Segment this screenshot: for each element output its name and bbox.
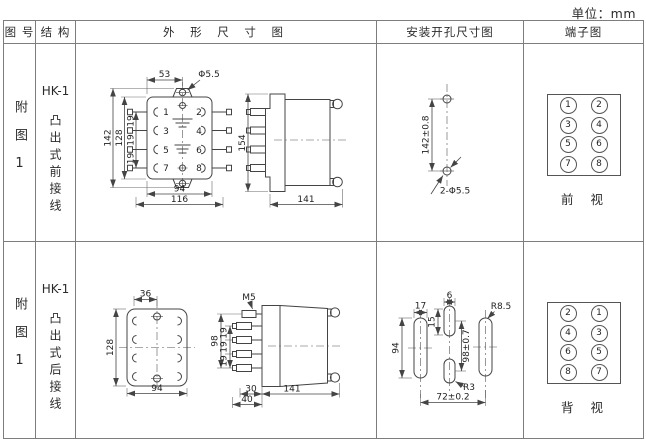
mounting-screws <box>329 98 343 188</box>
dim-17-label: 17 <box>415 302 426 312</box>
terminal-hooks <box>132 316 182 381</box>
terminal-circle: 7 <box>590 363 608 381</box>
screw-m5-label: M5 <box>242 293 256 303</box>
terminal-number: 6 <box>196 146 202 156</box>
terminal-circle: 8 <box>590 155 608 173</box>
row1-mounting-cell: 142±0.8 2-Φ5.5 <box>377 44 524 242</box>
rear-mounting-screws <box>327 307 341 383</box>
row1-structure: HK-1 凸出式前接线 <box>36 44 76 242</box>
header-outline: 外 形 尺 寸 图 <box>76 21 377 44</box>
terminal-box-front-view: 1 2 3 4 5 6 7 8 <box>546 94 621 176</box>
front-wiring-outline-drawing: 1 2 3 4 5 6 7 8 53 Φ5.5 142 <box>104 70 346 208</box>
dim-40-label: 40 <box>241 395 253 405</box>
dim-142-label: 142 <box>104 129 114 146</box>
dim-53-label: 53 <box>159 70 170 80</box>
holes-2xd5.5-label: 2-Φ5.5 <box>440 187 470 197</box>
fig-no-text: 附图1 <box>12 99 27 186</box>
model-label: HK-1 <box>41 282 70 296</box>
terminal-number: 4 <box>196 127 202 137</box>
structure-text: 凸出式后接线 <box>48 312 62 414</box>
terminal-circle: 4 <box>590 116 608 134</box>
row1-terminal-cell: 1 2 3 4 5 6 7 8 前 视 <box>524 44 643 242</box>
row1-fig-no: 附图1 <box>4 44 36 242</box>
rear-wiring-mounting-drawing: 17 94 6 15 98±0.7 R8.5 R3 72±0.2 <box>392 291 512 406</box>
header-mounting: 安装开孔尺寸图 <box>377 21 524 44</box>
dim-30-label: 30 <box>245 385 257 395</box>
front-wiring-mounting-drawing: 142±0.8 2-Φ5.5 <box>422 84 470 197</box>
row2-outline-cell: 36 128 94 M5 <box>76 242 377 438</box>
spec-table: 图 号 结 构 外 形 尺 寸 图 安装开孔尺寸图 端子图 附图1 HK-1 凸… <box>3 20 644 439</box>
view-label: 背 视 <box>561 400 606 415</box>
header-terminal: 端子图 <box>524 21 643 44</box>
coil-symbols <box>172 118 193 154</box>
terminal-circle: 5 <box>590 344 608 362</box>
row2-structure: HK-1 凸出式后接线 <box>36 242 76 438</box>
row2-mounting-cell: 17 94 6 15 98±0.7 R8.5 R3 72±0.2 <box>377 242 524 438</box>
side-terminal-studs <box>246 108 266 172</box>
row1-outline-cell: 1 2 3 4 5 6 7 8 53 Φ5.5 142 <box>76 44 377 242</box>
dim-19-label: 19 <box>220 341 230 353</box>
terminal-circle: 1 <box>559 97 577 115</box>
dim-19-label: 19 <box>220 355 230 367</box>
dim-154-label: 154 <box>238 134 248 151</box>
dim-128-label: 128 <box>106 339 116 356</box>
terminal-circle: 6 <box>590 136 608 154</box>
terminal-number: 8 <box>196 164 202 174</box>
header-fig-no: 图 号 <box>4 21 36 44</box>
dim-15-label: 15 <box>428 316 438 327</box>
relay-side-view-rear: M5 98 <box>211 293 343 408</box>
model-label: HK-1 <box>41 84 70 98</box>
view-label: 前 视 <box>561 192 606 207</box>
terminal-number: 1 <box>163 108 169 118</box>
terminal-circle: 3 <box>590 324 608 342</box>
relay-back-view: 36 128 94 <box>106 290 195 397</box>
terminal-box-rear-view: 2 1 4 3 6 5 8 7 <box>546 302 621 384</box>
rear-wiring-outline-drawing: 36 128 94 M5 <box>106 290 343 408</box>
dim-72-tol-label: 72±0.2 <box>436 393 469 403</box>
terminal-circle: 6 <box>559 344 577 362</box>
terminal-circle: 1 <box>590 305 608 323</box>
dim-98-tol-label: 98±0.7 <box>462 329 472 362</box>
header-structure: 结 构 <box>36 21 76 44</box>
dim-98-label: 98 <box>211 335 221 347</box>
terminal-number: 3 <box>163 127 169 137</box>
rear-terminal-studs <box>232 322 262 372</box>
terminal-number: 5 <box>163 146 169 156</box>
terminal-circle: 8 <box>559 363 577 381</box>
dim-141-label: 141 <box>283 385 300 395</box>
dim-19-label: 19 <box>220 327 230 339</box>
terminal-number: 7 <box>163 164 169 174</box>
terminal-number: 2 <box>196 108 202 118</box>
dim-19-label: 19 <box>127 153 137 165</box>
terminal-circle: 2 <box>559 305 577 323</box>
terminal-circle: 5 <box>559 136 577 154</box>
dim-141-label: 141 <box>297 195 314 205</box>
relay-front-view: 1 2 3 4 5 6 7 8 53 Φ5.5 142 <box>104 70 232 208</box>
dim-19-label: 19 <box>127 115 137 127</box>
radius-r3-label: R3 <box>463 383 475 393</box>
terminal-circle: 7 <box>559 155 577 173</box>
terminal-circle: 4 <box>559 324 577 342</box>
dim-36-label: 36 <box>140 290 152 300</box>
terminal-circle: 2 <box>590 97 608 115</box>
dim-94-label: 94 <box>174 185 186 195</box>
dim-19-label: 19 <box>127 134 137 146</box>
dim-94-label: 94 <box>392 342 402 354</box>
unit-label: 单位：mm <box>571 6 636 21</box>
dim-142-tol-label: 142±0.8 <box>422 115 432 154</box>
radius-r8.5-label: R8.5 <box>491 302 512 312</box>
row2-fig-no: 附图1 <box>4 242 36 438</box>
dim-128-label: 128 <box>115 129 125 146</box>
structure-text: 凸出式前接线 <box>48 114 62 216</box>
dim-6-label: 6 <box>447 291 453 301</box>
fig-no-text: 附图1 <box>12 297 27 383</box>
terminal-circle: 3 <box>559 116 577 134</box>
row2-terminal-cell: 2 1 4 3 6 5 8 7 背 视 <box>524 242 643 438</box>
terminal-studs <box>127 107 232 173</box>
dim-94-label: 94 <box>151 384 163 394</box>
relay-side-view: 154 141 <box>238 93 346 208</box>
dim-116-label: 116 <box>171 195 188 205</box>
dim-hole-label: Φ5.5 <box>198 70 219 80</box>
